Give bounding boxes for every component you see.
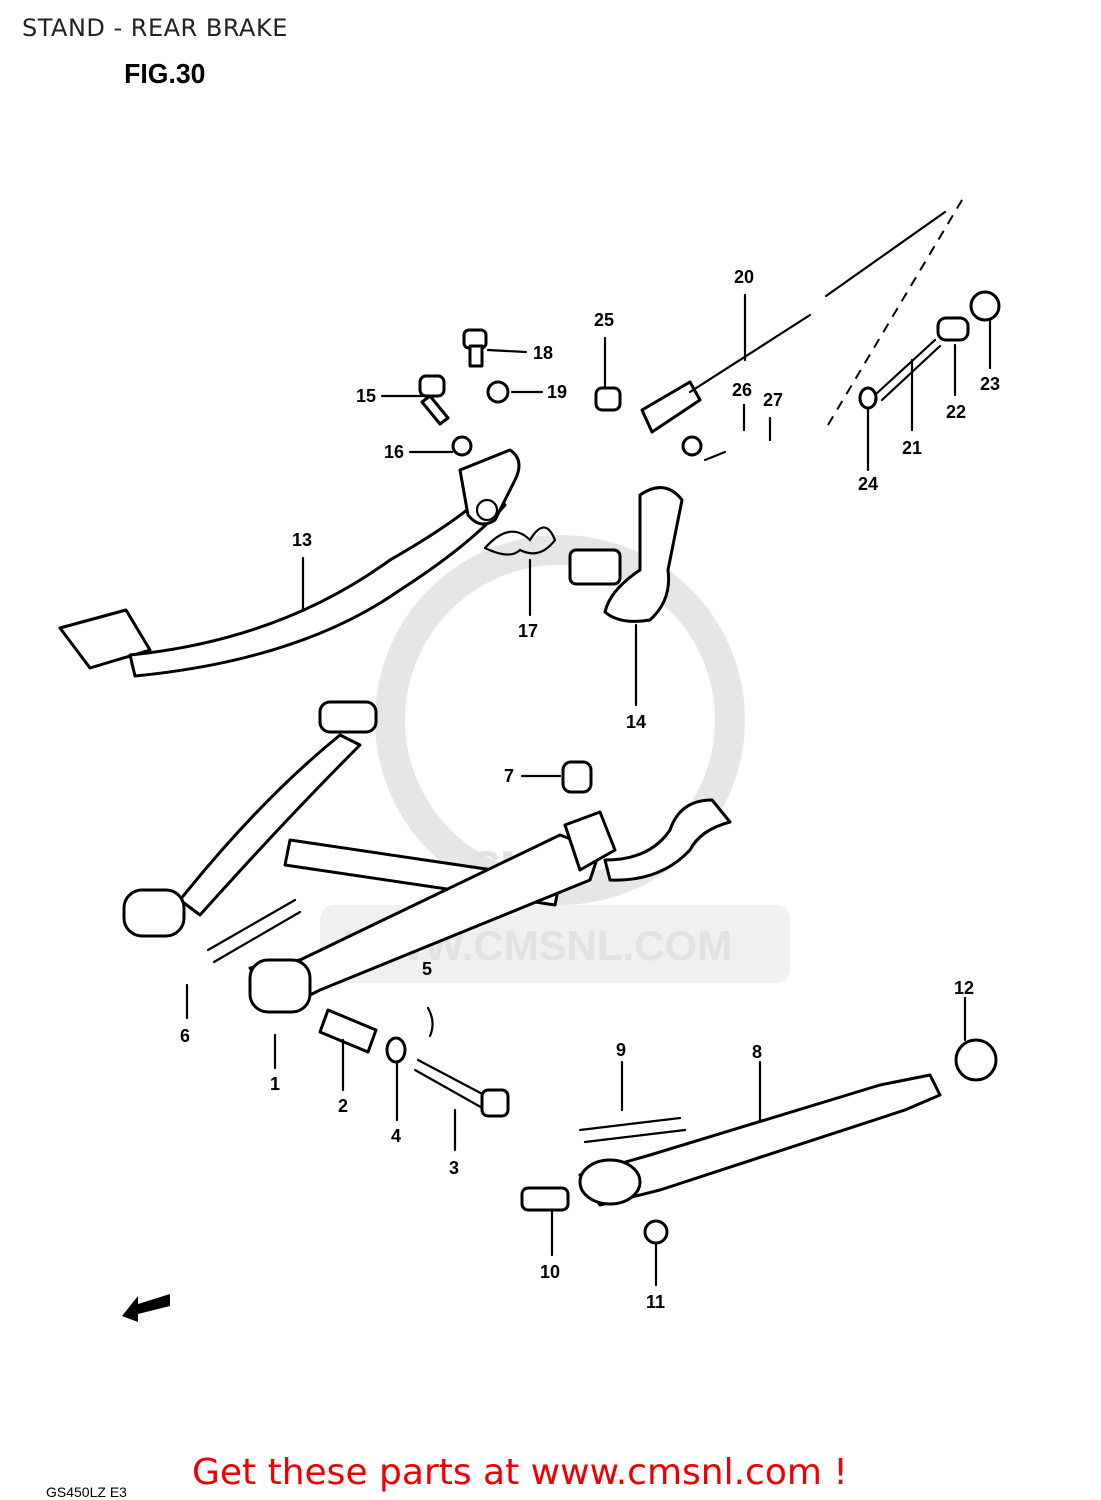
nut-part-19 (486, 380, 510, 404)
callout-12: 12 (954, 978, 974, 998)
callout-20: 20 (734, 267, 754, 287)
pin-part-25 (594, 386, 622, 412)
bolt-part-15 (418, 374, 450, 426)
callout-19: 19 (547, 382, 567, 402)
side-stand-spring-part-9 (578, 1116, 687, 1144)
center-stand-part (122, 700, 732, 1014)
cotter-pin-part-27 (703, 450, 727, 462)
callout-15: 15 (356, 386, 376, 406)
callout-5: 5 (422, 959, 432, 979)
front-arrow-icon (120, 1284, 176, 1329)
return-spring-part (483, 526, 557, 556)
nut-part-16 (451, 435, 473, 457)
callout-8: 8 (752, 1042, 762, 1062)
callout-14: 14 (626, 712, 646, 732)
callout-11: 11 (646, 1292, 665, 1312)
callout-1: 1 (270, 1074, 280, 1094)
callout-9: 9 (616, 1040, 626, 1060)
callout-labels: 1 2 3 4 5 6 7 8 9 10 11 12 13 14 15 16 1… (180, 267, 1000, 1312)
callout-6: 6 (180, 1026, 190, 1046)
brake-pedal-part (58, 448, 521, 678)
spacer-part-22 (936, 316, 970, 342)
rubber-part-12 (954, 1038, 998, 1082)
callout-23: 23 (980, 374, 1000, 394)
callout-7: 7 (504, 766, 514, 786)
callout-24: 24 (858, 474, 878, 494)
washer-part-26 (681, 435, 703, 457)
callout-4: 4 (391, 1126, 401, 1146)
leader-lines (185, 293, 992, 1287)
page-title: STAND - REAR BRAKE (22, 14, 288, 42)
callout-13: 13 (292, 530, 312, 550)
callout-3: 3 (449, 1158, 459, 1178)
washer-part-4 (385, 1036, 407, 1064)
callout-2: 2 (338, 1096, 348, 1116)
model-code: GS450LZ E3 (46, 1484, 127, 1500)
side-stand-part (578, 1073, 942, 1207)
callout-21: 21 (902, 438, 922, 458)
callout-25: 25 (594, 310, 614, 330)
rod-spring-part-21 (874, 338, 942, 402)
callout-22: 22 (946, 402, 966, 422)
callout-26: 26 (732, 380, 752, 400)
callout-17: 17 (518, 621, 538, 641)
footer-cta[interactable]: Get these parts at www.cmsnl.com ! (192, 1452, 848, 1493)
brake-arm-part (568, 486, 684, 623)
washer-part-24 (858, 386, 878, 410)
callout-16: 16 (384, 442, 404, 462)
clip-part-5 (426, 1006, 434, 1038)
bolt-part-10 (520, 1186, 570, 1212)
callout-18: 18 (533, 343, 553, 363)
nut-part-11 (643, 1219, 669, 1245)
callout-27: 27 (763, 390, 783, 410)
callout-10: 10 (540, 1262, 560, 1282)
stand-spring-part-6 (206, 898, 302, 964)
pipe-part-2 (318, 1008, 378, 1054)
cap-part-7 (561, 760, 593, 794)
bolt-part-3 (413, 1058, 510, 1118)
figure-label: FIG.30 (124, 58, 206, 89)
nut-part-23 (969, 290, 1001, 322)
brake-rod-part (640, 194, 966, 434)
bolt-part-18 (462, 328, 488, 368)
